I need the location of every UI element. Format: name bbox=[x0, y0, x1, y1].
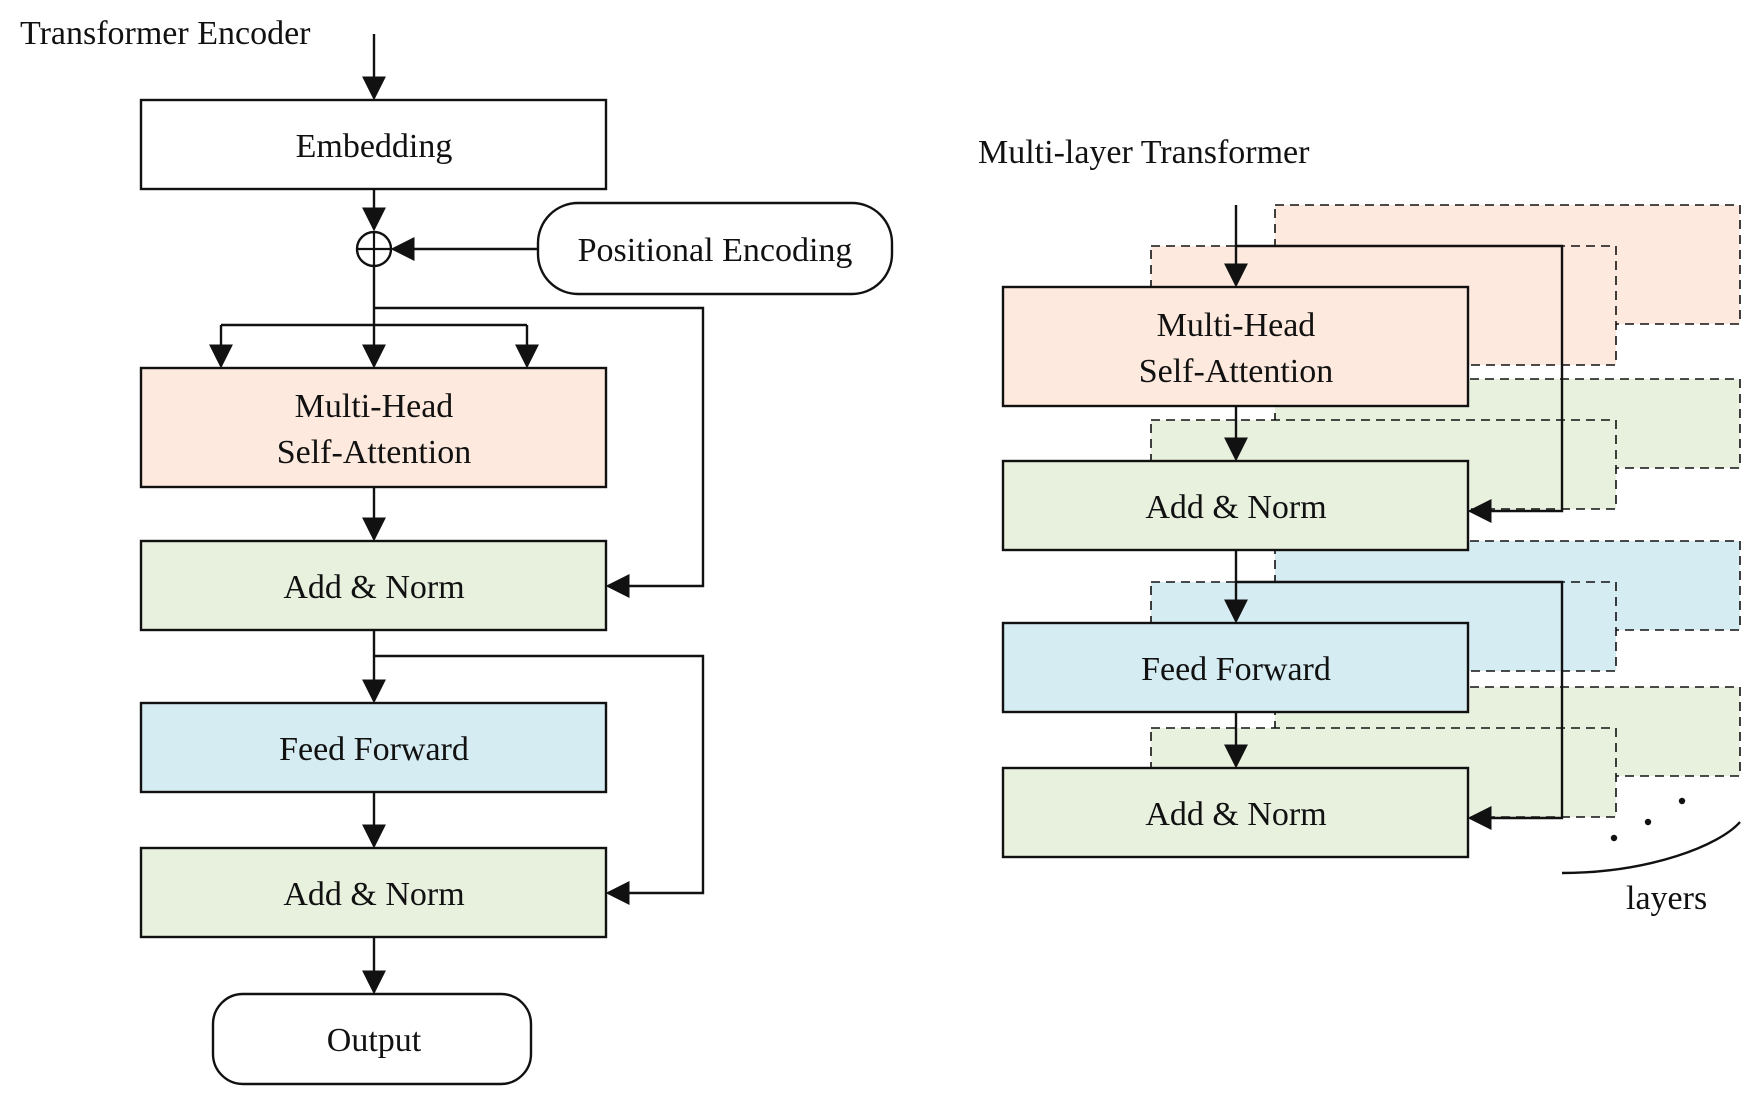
residual-connection-2 bbox=[374, 654, 705, 905]
ml-attention-block: Multi-Head Self-Attention bbox=[1001, 285, 1470, 408]
add-norm-1-block: Add & Norm bbox=[139, 539, 608, 632]
output-box bbox=[211, 992, 533, 1086]
multi-layer-title: Multi-layer Transformer bbox=[978, 134, 1310, 171]
embedding-label: Embedding bbox=[296, 128, 453, 165]
add-norm-2-block: Add & Norm bbox=[139, 846, 608, 939]
ml-attention-label-line2: Self-Attention bbox=[1139, 353, 1334, 390]
ml-add-norm-1-box bbox=[1001, 459, 1470, 552]
attention-box bbox=[139, 366, 608, 489]
ml-add-norm-2-label: Add & Norm bbox=[1145, 796, 1326, 833]
ml-feed-forward-block: Feed Forward bbox=[1001, 621, 1470, 714]
ml-attention-box bbox=[1001, 285, 1470, 408]
ml-add-norm-2-block: Add & Norm bbox=[1001, 766, 1470, 859]
add-norm-1-label: Add & Norm bbox=[283, 569, 464, 606]
ml-residual-connection-1 bbox=[1236, 244, 1564, 523]
output-block: Output bbox=[211, 992, 533, 1086]
encoder-title: Transformer Encoder bbox=[20, 15, 311, 52]
embedding-block: Embedding bbox=[139, 98, 608, 191]
output-label: Output bbox=[327, 1022, 422, 1059]
ml-attention-label-line1: Multi-Head bbox=[1157, 307, 1316, 344]
layers-brace bbox=[1561, 821, 1741, 875]
feed-forward-block: Feed Forward bbox=[139, 701, 608, 794]
positional-encoding-label: Positional Encoding bbox=[578, 232, 853, 269]
attention-label-line1: Multi-Head bbox=[295, 388, 454, 425]
ellipsis-dots-icon bbox=[1610, 797, 1686, 842]
add-norm-1-box bbox=[139, 539, 608, 632]
ml-residual-connection-2 bbox=[1236, 580, 1564, 830]
ml-add-norm-2-box bbox=[1001, 766, 1470, 859]
positional-encoding-block: Positional Encoding bbox=[536, 201, 894, 296]
ml-add-norm-1-block: Add & Norm bbox=[1001, 459, 1470, 552]
feed-forward-label: Feed Forward bbox=[279, 731, 469, 768]
plus-circle-icon bbox=[355, 230, 393, 268]
attention-block: Multi-Head Self-Attention bbox=[139, 366, 608, 489]
feed-forward-box bbox=[139, 701, 608, 794]
attention-label-line2: Self-Attention bbox=[277, 434, 472, 471]
add-norm-2-box bbox=[139, 846, 608, 939]
multi-layer-diagram: Multi-layer Transformer Multi-Head Self-… bbox=[978, 134, 1741, 917]
ml-feed-forward-box bbox=[1001, 621, 1470, 714]
ml-feed-forward-label: Feed Forward bbox=[1141, 651, 1331, 688]
residual-connection-1 bbox=[374, 306, 705, 598]
add-norm-2-label: Add & Norm bbox=[283, 876, 464, 913]
encoder-diagram: Transformer Encoder Embedding Positional… bbox=[20, 15, 894, 1086]
ml-add-norm-1-label: Add & Norm bbox=[1145, 489, 1326, 526]
layers-label: layers bbox=[1626, 880, 1707, 917]
